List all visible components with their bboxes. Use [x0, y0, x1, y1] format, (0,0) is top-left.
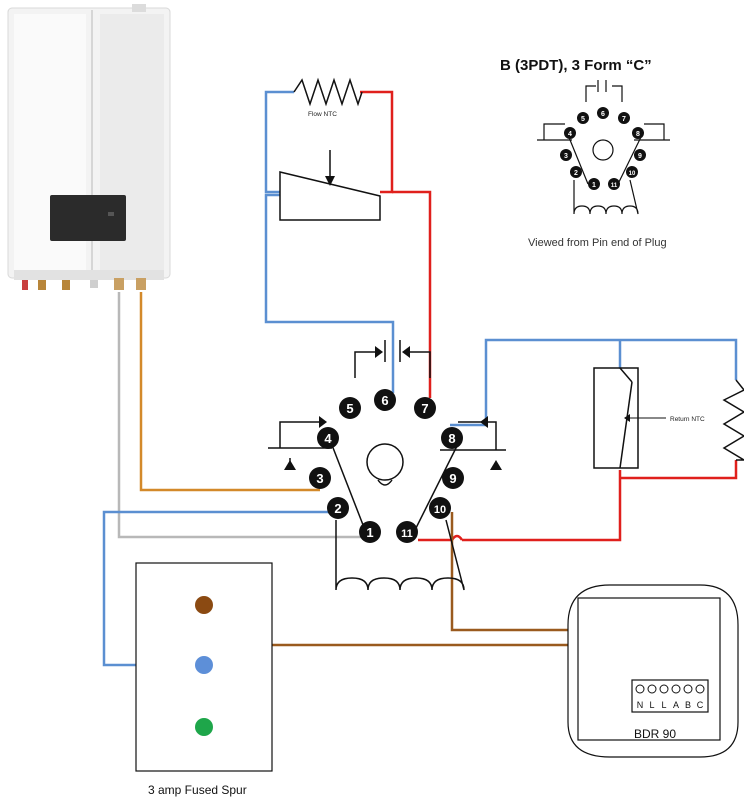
bdr90-terminal-l1: L [649, 700, 654, 710]
svg-text:10: 10 [629, 171, 636, 177]
svg-text:10: 10 [434, 504, 446, 516]
return-ntc-label: Return NTC [670, 416, 705, 423]
red-wire-flow [360, 90, 394, 194]
svg-text:2: 2 [334, 501, 341, 516]
svg-text:11: 11 [401, 528, 413, 540]
main-relay-pin-8: 8 [441, 427, 463, 449]
bdr90-label: BDR 90 [634, 727, 676, 741]
ref-pin-1: 1 [588, 178, 600, 190]
relay-reference-diagram: B (3PDT), 3 Form “C” 5 6 7 4 8 3 9 2 10 … [500, 57, 670, 249]
boiler [7, 4, 171, 290]
svg-text:9: 9 [638, 153, 642, 160]
spur-terminal-brown [195, 596, 213, 614]
fused-spur: 3 amp Fused Spur [135, 562, 273, 797]
bdr90: N L L A B C BDR 90 [567, 584, 739, 758]
bdr90-terminal-a: A [673, 700, 679, 710]
svg-text:6: 6 [601, 111, 605, 118]
svg-text:1: 1 [592, 182, 596, 189]
blue-wire-flow [264, 90, 294, 194]
main-relay-pin-4: 4 [317, 427, 339, 449]
boiler-control-panel [50, 195, 126, 241]
ref-pin-3: 3 [560, 149, 572, 161]
svg-text:3: 3 [564, 153, 568, 160]
svg-text:5: 5 [581, 116, 585, 123]
orange-wire [139, 292, 320, 492]
svg-text:7: 7 [421, 401, 428, 416]
bdr90-terminal-b: B [685, 700, 691, 710]
main-relay-pin-5: 5 [339, 397, 361, 419]
blue-wire-flow-2 [264, 193, 395, 393]
ref-pin-4: 4 [564, 127, 576, 139]
svg-text:11: 11 [611, 183, 618, 189]
spur-terminal-green [195, 718, 213, 736]
flow-ntc-resistor [293, 77, 363, 107]
grey-wire [117, 292, 372, 539]
main-relay-pin-7: 7 [414, 397, 436, 419]
ref-pin-5: 5 [577, 112, 589, 124]
spur-terminal-blue [195, 656, 213, 674]
ref-pin-6: 6 [597, 107, 609, 119]
svg-text:2: 2 [574, 170, 578, 177]
relay-diagram-caption: Viewed from Pin end of Plug [528, 237, 667, 249]
svg-text:4: 4 [324, 431, 332, 446]
return-ntc: Return NTC [593, 367, 744, 469]
main-relay-pin-2: 2 [327, 497, 349, 519]
svg-text:8: 8 [448, 431, 455, 446]
bdr90-terminal-n: N [637, 700, 644, 710]
relay-diagram-title: B (3PDT), 3 Form “C” [500, 57, 652, 74]
ref-pin-10: 10 [626, 166, 638, 178]
svg-text:6: 6 [381, 393, 388, 408]
red-wire-flow-2 [392, 190, 432, 398]
ref-pin-2: 2 [570, 166, 582, 178]
bdr90-terminal-c: C [697, 700, 704, 710]
flow-ntc: Flow NTC [279, 77, 381, 221]
flow-ntc-label: Flow NTC [308, 111, 337, 118]
svg-text:3: 3 [316, 471, 323, 486]
svg-text:7: 7 [622, 116, 626, 123]
svg-text:8: 8 [636, 131, 640, 138]
bdr90-terminal-block [631, 679, 709, 713]
return-ntc-resistor [722, 379, 744, 461]
svg-text:1: 1 [366, 525, 373, 540]
main-relay-pin-6: 6 [374, 389, 396, 411]
ref-pin-7: 7 [618, 112, 630, 124]
ref-pin-9: 9 [634, 149, 646, 161]
main-relay-pin-10: 10 [429, 497, 451, 519]
main-relay-pin-1: 1 [359, 521, 381, 543]
ref-pin-11: 11 [608, 178, 620, 190]
main-relay: 5 6 7 4 8 3 9 2 [268, 340, 506, 591]
main-relay-pin-9: 9 [442, 467, 464, 489]
main-relay-pin-11: 11 [396, 521, 418, 543]
bdr90-terminal-l2: L [661, 700, 666, 710]
svg-text:9: 9 [449, 471, 456, 486]
blue-wire-return [450, 338, 738, 427]
svg-text:5: 5 [346, 401, 353, 416]
fused-spur-label: 3 amp Fused Spur [148, 783, 247, 797]
ref-pin-8: 8 [632, 127, 644, 139]
svg-text:4: 4 [568, 131, 572, 138]
flow-ntc-thermostat [279, 171, 381, 221]
main-relay-pin-3: 3 [309, 467, 331, 489]
